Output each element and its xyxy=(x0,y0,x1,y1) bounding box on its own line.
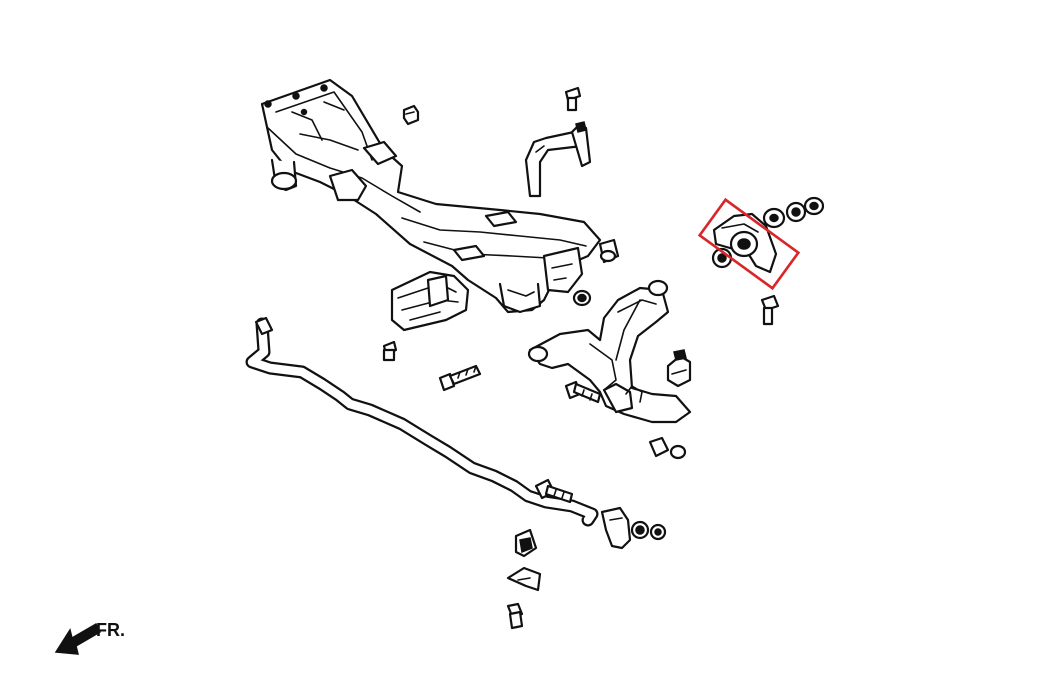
stabilizer-bar xyxy=(245,316,599,527)
direction-label: FR. xyxy=(96,620,125,640)
bushing-washers xyxy=(762,196,825,229)
engine-mount-bracket xyxy=(390,270,470,332)
front-crossmember xyxy=(260,78,602,314)
stabilizer-link-bolt xyxy=(534,478,574,504)
stabilizer-bracket-top xyxy=(524,121,592,198)
stabilizer-bushing xyxy=(514,528,538,558)
front-lower-control-arm xyxy=(527,279,692,424)
stabilizer-bushing-clamp xyxy=(506,566,542,592)
stabilizer-link xyxy=(600,506,667,550)
bolt-top-center xyxy=(564,86,582,112)
bolt-lower-arm-rear xyxy=(564,380,602,404)
ball-joint xyxy=(666,349,692,388)
front-direction-indicator: FR. xyxy=(54,620,125,655)
nut-lower-arm xyxy=(648,436,687,460)
arrow-left-down-icon xyxy=(54,622,101,655)
bushing-bracket-bolt xyxy=(760,294,780,326)
stabilizer-clamp-bolt xyxy=(506,602,524,630)
bolt-lower-arm-front xyxy=(438,364,482,392)
nut-crossmember-right xyxy=(572,289,592,307)
bushing-collar-right xyxy=(598,238,620,264)
highlight-box-rear-bushing xyxy=(697,197,801,291)
bolt-engine-mount xyxy=(382,340,398,362)
nut-top-center xyxy=(402,104,420,126)
